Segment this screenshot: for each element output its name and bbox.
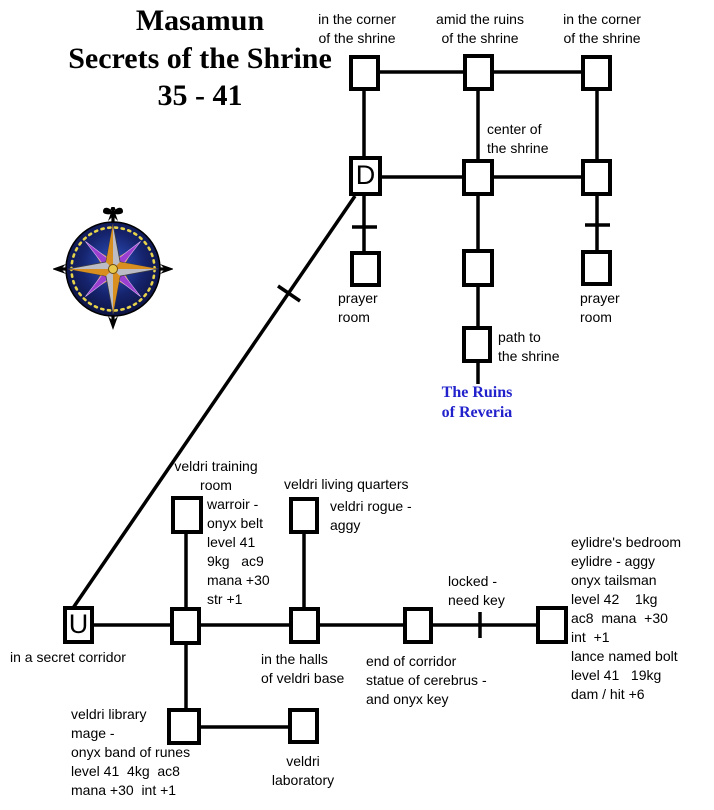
room-path-to-shrine	[462, 326, 492, 363]
label-rogue-stats: veldri rogue - aggy	[330, 498, 412, 533]
label-corner-ne: in the corner of the shrine	[563, 11, 641, 46]
room-down-stairs: D	[349, 156, 382, 196]
room-halls-of-veldri	[289, 607, 320, 644]
label-living-quarters: veldri living quarters	[284, 476, 409, 492]
room-corridor-junction	[170, 607, 201, 645]
room-up-stairs: U	[63, 606, 94, 644]
up-stairs-letter: U	[68, 608, 89, 639]
room-living-quarters	[289, 497, 319, 534]
room-below-center	[462, 249, 494, 287]
label-halls-of-veldri: in the halls of veldri base	[261, 651, 345, 686]
label-library-stats: veldri library mage - onyx band of runes…	[71, 706, 191, 798]
title-area-name: Masamun	[135, 4, 265, 37]
label-training-room: veldri training room	[174, 458, 258, 493]
label-laboratory: veldri laboratory	[271, 753, 335, 788]
room-shrine-east	[581, 159, 612, 196]
room-corner-ne	[581, 55, 612, 91]
label-path-to-shrine: path to the shrine	[498, 329, 560, 364]
label-amid-ruins: amid the ruins of the shrine	[436, 11, 524, 46]
label-locked-door: locked - need key	[448, 573, 505, 608]
room-training	[171, 496, 203, 534]
down-stairs-letter: D	[355, 159, 376, 190]
title-zone-name: Secrets of the Shrine	[68, 42, 332, 75]
room-eylidre-bedroom	[536, 606, 568, 644]
label-prayer-room-east: prayer room	[580, 290, 620, 325]
label-secret-corridor: in a secret corridor	[10, 649, 126, 665]
room-center-of-shrine	[462, 159, 494, 196]
room-corner-nw	[349, 55, 380, 91]
room-prayer-west	[350, 251, 381, 287]
label-bedroom-stats: eylidre's bedroom eylidre - aggy onyx ta…	[571, 534, 682, 702]
compass-rose-icon	[53, 207, 173, 330]
label-end-of-corridor: end of corridor statue of cerebrus - and…	[366, 653, 487, 707]
map-title: Masamun Secrets of the Shrine 35 - 41	[2, 2, 398, 114]
room-amid-ruins	[463, 54, 494, 91]
label-warrior-stats: warroir - onyx belt level 41 9kg ac9 man…	[207, 496, 270, 607]
label-corner-nw: in the corner of the shrine	[318, 11, 396, 46]
link-ruins-of-reveria[interactable]: The Ruins of Reveria	[441, 384, 513, 421]
room-prayer-east	[581, 250, 612, 286]
title-level-range: 35 - 41	[157, 79, 243, 112]
label-prayer-room-west: prayer room	[338, 290, 378, 325]
room-end-of-corridor	[403, 607, 433, 644]
label-center-of-shrine: center of the shrine	[487, 121, 549, 156]
room-library	[167, 708, 201, 745]
room-laboratory	[288, 708, 319, 744]
